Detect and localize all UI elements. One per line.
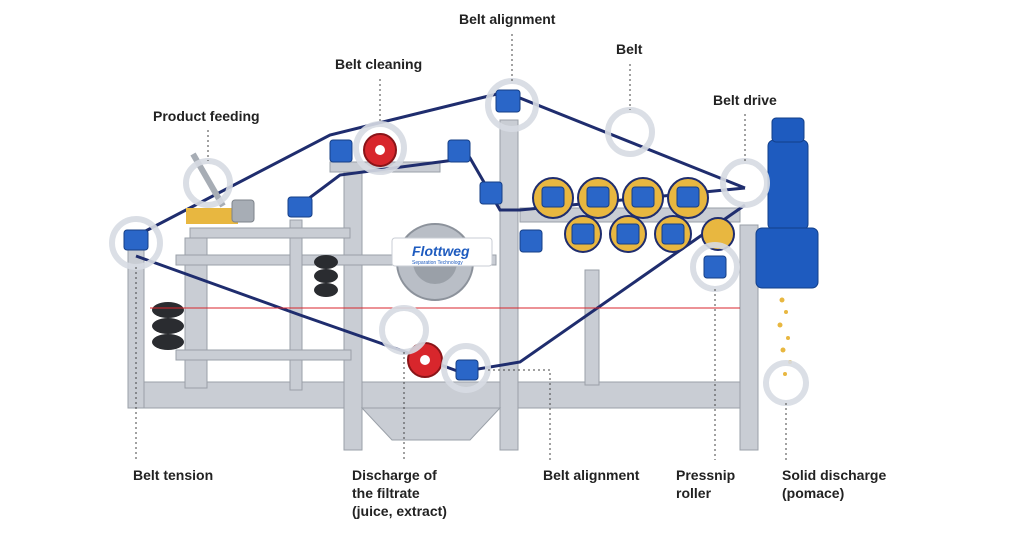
logo-tagline-text: Separation Technology [412, 260, 463, 266]
label-solid-line-1: Solid discharge [782, 467, 887, 483]
label-pressnip-line-1: Pressnip [676, 467, 736, 483]
flottweg-logo: Flottweg Separation Technology [391, 237, 493, 267]
drive-motor [755, 117, 819, 289]
label-pressnip-roller: Pressnip roller [676, 466, 735, 502]
label-product-feeding: Product feeding [153, 108, 260, 124]
machine-frame [127, 119, 759, 451]
leader-lines [135, 34, 787, 460]
label-belt-alignment-top: Belt alignment [459, 11, 556, 27]
label-discharge-filtrate: Discharge of the filtrate (juice, extrac… [352, 466, 447, 520]
solid-discharge-particles [777, 297, 792, 376]
label-belt-drive: Belt drive [713, 92, 777, 108]
label-discharge-line-3: (juice, extract) [352, 503, 447, 519]
label-solid-discharge: Solid discharge (pomace) [782, 466, 886, 502]
label-belt-alignment-bottom: Belt alignment [543, 467, 640, 483]
label-belt-cleaning: Belt cleaning [335, 56, 423, 72]
logo-brand-text: Flottweg [412, 243, 470, 259]
pneumatic-bellows [152, 255, 338, 350]
product-feeding-hopper [186, 152, 255, 224]
label-belt-tension: Belt tension [133, 467, 214, 483]
label-pressnip-line-2: roller [676, 485, 712, 501]
label-discharge-line-1: Discharge of [352, 467, 437, 483]
label-belt: Belt [616, 41, 643, 57]
label-solid-line-2: (pomace) [782, 485, 845, 501]
label-discharge-line-2: the filtrate [352, 485, 420, 501]
